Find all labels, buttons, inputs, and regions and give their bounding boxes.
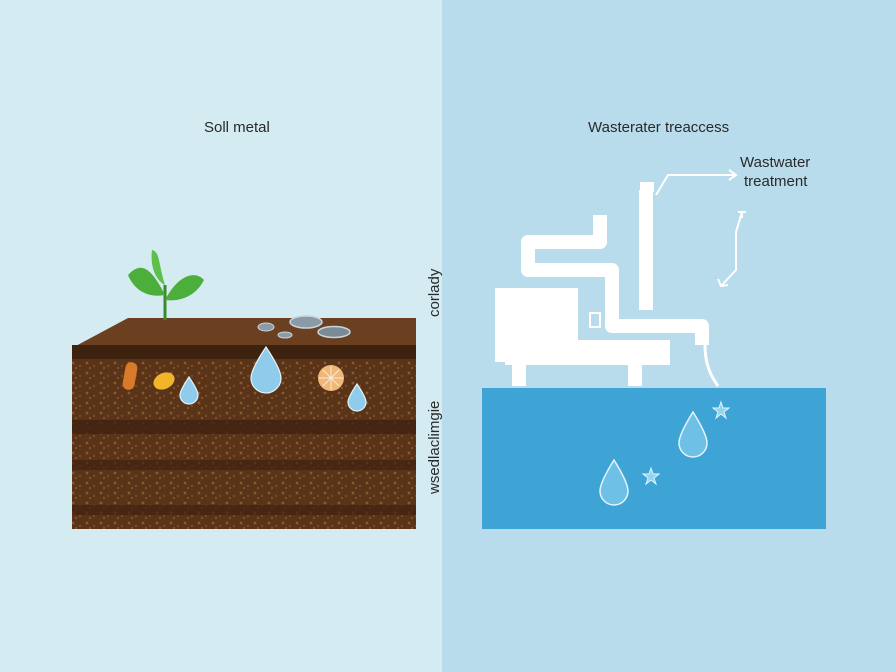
- soil-band-3: [72, 460, 416, 470]
- soil-front: [72, 345, 416, 529]
- soil-band-2: [72, 420, 416, 434]
- star-icon: [641, 466, 661, 486]
- flow-arrows: [655, 169, 746, 288]
- outflow-stream: [703, 344, 720, 387]
- treatment-label-line1: Wastwater: [740, 154, 811, 171]
- soil-top-surface: [72, 318, 416, 348]
- droplet-icon: [250, 345, 282, 394]
- side-label-top: corlady: [426, 268, 443, 317]
- yellow-particle-icon: [153, 372, 175, 390]
- sparkles: [641, 400, 731, 486]
- treatment-label-line2: treatment: [744, 173, 808, 190]
- soil-band-1: [72, 345, 416, 359]
- arrow-updown-icon: [721, 211, 743, 286]
- water-droplets: [599, 410, 708, 506]
- droplet-icon: [678, 410, 708, 458]
- soil-block: [72, 318, 416, 529]
- sprout-icon: [128, 250, 204, 320]
- soil-title: Soll metal: [204, 119, 270, 136]
- droplet-icon: [179, 375, 199, 405]
- treatment-machine-icon: [495, 288, 670, 386]
- soil-contaminants: [122, 362, 344, 391]
- side-label-bottom: wsedlaclimgie: [426, 400, 443, 494]
- droplet-icon: [347, 382, 367, 412]
- soil-band-4: [72, 505, 416, 515]
- droplet-icon: [599, 458, 629, 506]
- soil-droplets: [179, 345, 367, 412]
- orange-particle-icon: [122, 362, 138, 390]
- arrow-right-icon: [655, 174, 735, 196]
- pipes-icon: [521, 190, 709, 345]
- wastewater-title: Wasterater treaccess: [588, 119, 730, 136]
- metal-pebbles-icon: [257, 315, 351, 339]
- water-tank: [482, 388, 826, 529]
- star-icon: [711, 400, 731, 420]
